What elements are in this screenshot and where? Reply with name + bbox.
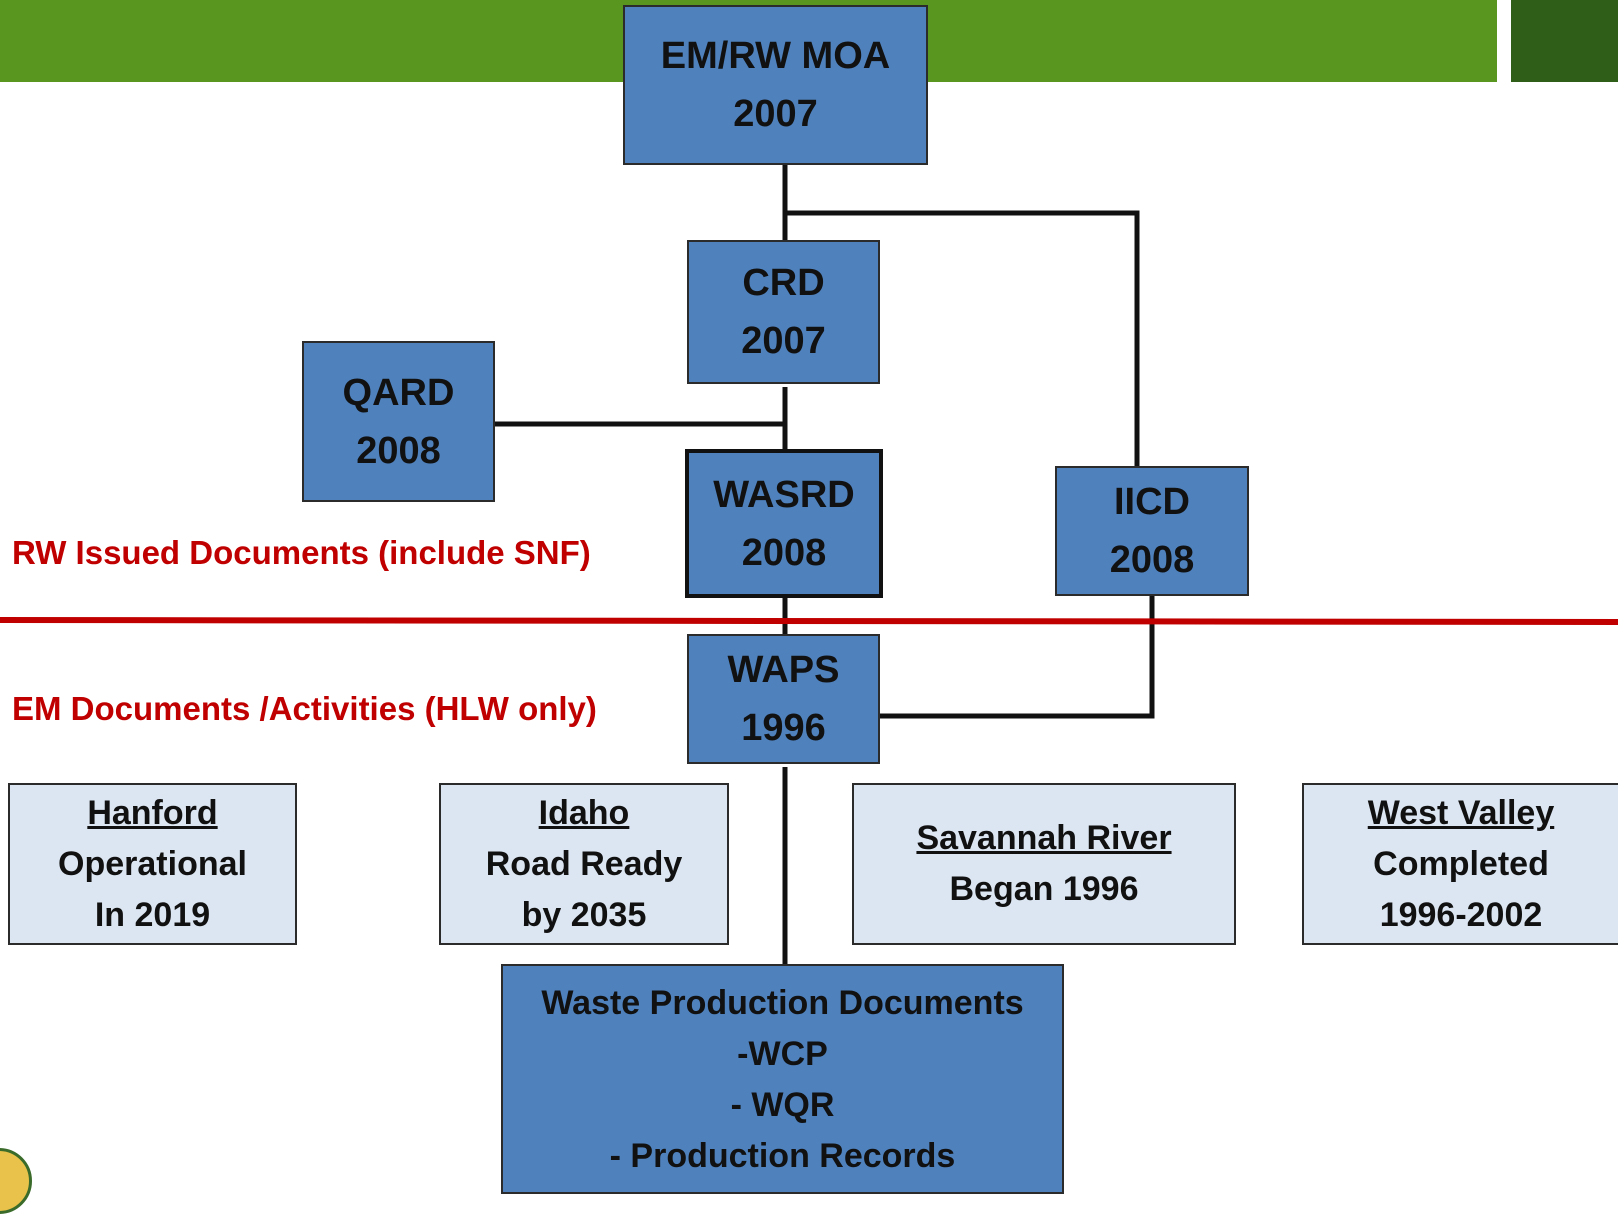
site-name: Hanford [87,793,218,832]
site-box-idaho: Idaho Road Ready by 2035 [439,783,729,945]
iicd-label: IICD [1114,481,1190,523]
site-name: West Valley [1367,793,1555,832]
crd-label: CRD [742,262,825,304]
site-name: Savannah River [916,819,1172,857]
waps-year: 1996 [741,707,826,749]
wasrd-label: WASRD [713,473,855,516]
em-rw-moa-label: EM/RW MOA [660,35,891,77]
connector-iicd-waps [878,595,1155,719]
qard-label: QARD [342,371,455,414]
site-box-west-valley: West Valley Completed 1996-2002 [1302,783,1618,945]
site-box-savannah-river: Savannah River Began 1996 [852,783,1236,945]
site-name: Idaho [538,793,630,832]
connector-lines [0,164,1618,966]
site-status: Began 1996 [949,870,1139,908]
wasrd-year: 2008 [741,531,827,574]
site-status: Road Ready [485,844,683,883]
site-date: by 2035 [521,895,647,934]
em-section-label: EM Documents /Activities (HLW only) [12,690,597,727]
waste-production-item-wqr: - WQR [730,1086,835,1124]
header-bar-accent [1511,0,1618,82]
rw-section-label: RW Issued Documents (include SNF) [12,534,591,571]
crd-box: CRD 2007 [687,240,880,384]
site-date: In 2019 [94,895,211,934]
crd-year: 2007 [741,320,826,362]
em-rw-moa-box: EM/RW MOA 2007 [623,5,928,165]
wasrd-box: WASRD 2008 [685,449,883,598]
site-date: 1996-2002 [1379,895,1543,934]
waste-production-title: Waste Production Documents [541,984,1024,1022]
section-divider [0,617,1618,625]
site-status: Operational [58,844,247,883]
iicd-year: 2008 [1109,539,1195,581]
site-box-hanford: Hanford Operational In 2019 [8,783,297,945]
qard-year: 2008 [356,429,441,472]
site-status: Completed [1373,844,1549,883]
waps-label: WAPS [727,649,840,691]
iicd-box: IICD 2008 [1055,466,1249,596]
waste-production-item-wcp: -WCP [737,1035,828,1073]
qard-box: QARD 2008 [302,341,495,502]
waps-box: WAPS 1996 [687,634,880,764]
waste-production-box: Waste Production Documents -WCP - WQR - … [501,964,1064,1194]
em-rw-moa-year: 2007 [733,93,818,135]
waste-production-item-records: - Production Records [609,1137,956,1175]
connector-moa-iicd [785,210,1140,468]
